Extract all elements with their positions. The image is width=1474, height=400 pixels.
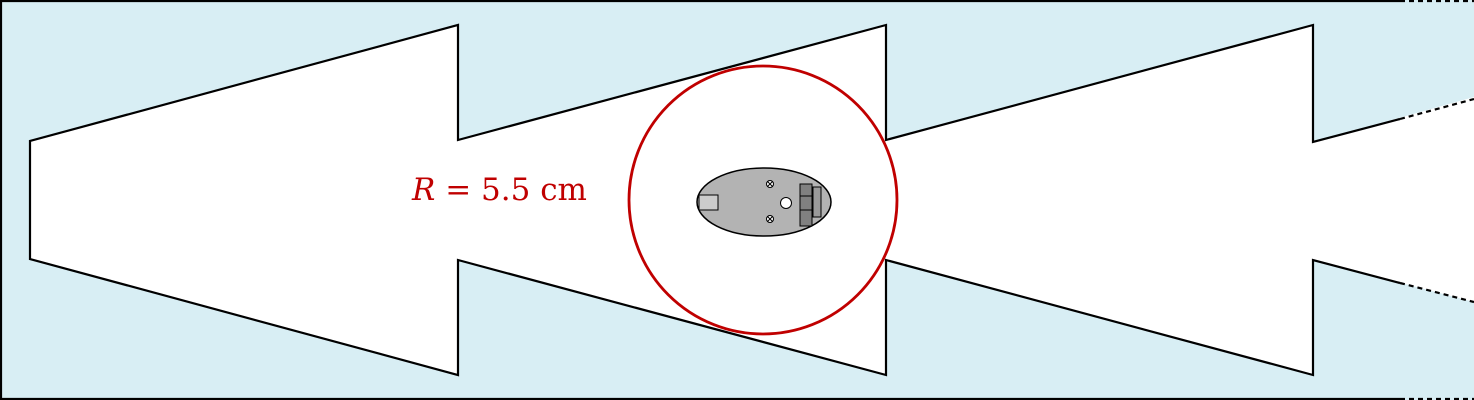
robot-front-plate: [812, 186, 822, 218]
robot-front-block: [799, 183, 813, 227]
robot-body: [696, 167, 832, 237]
track-continuation-top: [1399, 97, 1474, 121]
frame-border: [0, 0, 1400, 400]
wheel-axle-icon: [766, 180, 774, 188]
radius-variable: R: [412, 172, 436, 208]
robot-center-marker: [780, 197, 792, 209]
radius-equals: =: [435, 172, 482, 208]
radius-circle: [627, 64, 899, 336]
robot-top-view-icon: [696, 167, 832, 237]
track-outline: [28, 23, 1401, 377]
sensor-icon: [698, 194, 719, 211]
radius-value: 5.5: [481, 172, 531, 208]
radius-unit: cm: [530, 172, 587, 208]
wheel-axle-icon: [766, 215, 774, 223]
track-continuation-bottom: [1399, 281, 1474, 304]
radius-label: R = 5.5 cm: [412, 168, 587, 212]
